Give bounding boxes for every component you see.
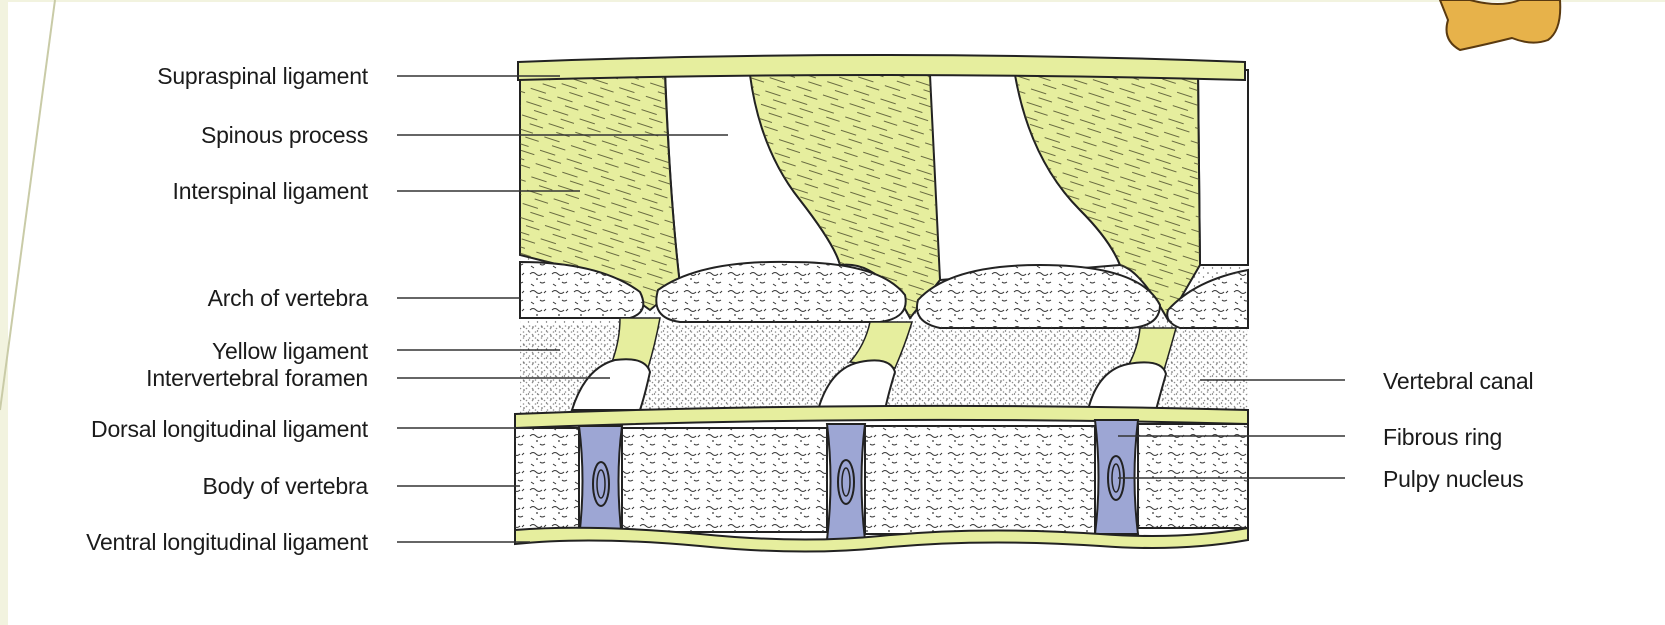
label-supraspinal-ligament: Supraspinal ligament bbox=[157, 65, 368, 88]
label-fibrous-ring: Fibrous ring bbox=[1383, 426, 1502, 449]
label-pulpy-nucleus: Pulpy nucleus bbox=[1383, 468, 1524, 491]
label-vertebral-canal: Vertebral canal bbox=[1383, 370, 1533, 393]
bone-fragment bbox=[1440, 0, 1560, 50]
label-intervertebral-foramen: Intervertebral foramen bbox=[146, 367, 368, 390]
label-arch-of-vertebra: Arch of vertebra bbox=[208, 287, 368, 310]
vertebral-bodies bbox=[515, 424, 1248, 534]
label-body-of-vertebra: Body of vertebra bbox=[202, 475, 368, 498]
label-yellow-ligament: Yellow ligament bbox=[212, 340, 368, 363]
label-spinous-process: Spinous process bbox=[201, 124, 368, 147]
label-dorsal-longitudinal-ligament: Dorsal longitudinal ligament bbox=[91, 418, 368, 441]
label-ventral-longitudinal-ligament: Ventral longitudinal ligament bbox=[86, 531, 368, 554]
label-interspinal-ligament: Interspinal ligament bbox=[173, 180, 368, 203]
